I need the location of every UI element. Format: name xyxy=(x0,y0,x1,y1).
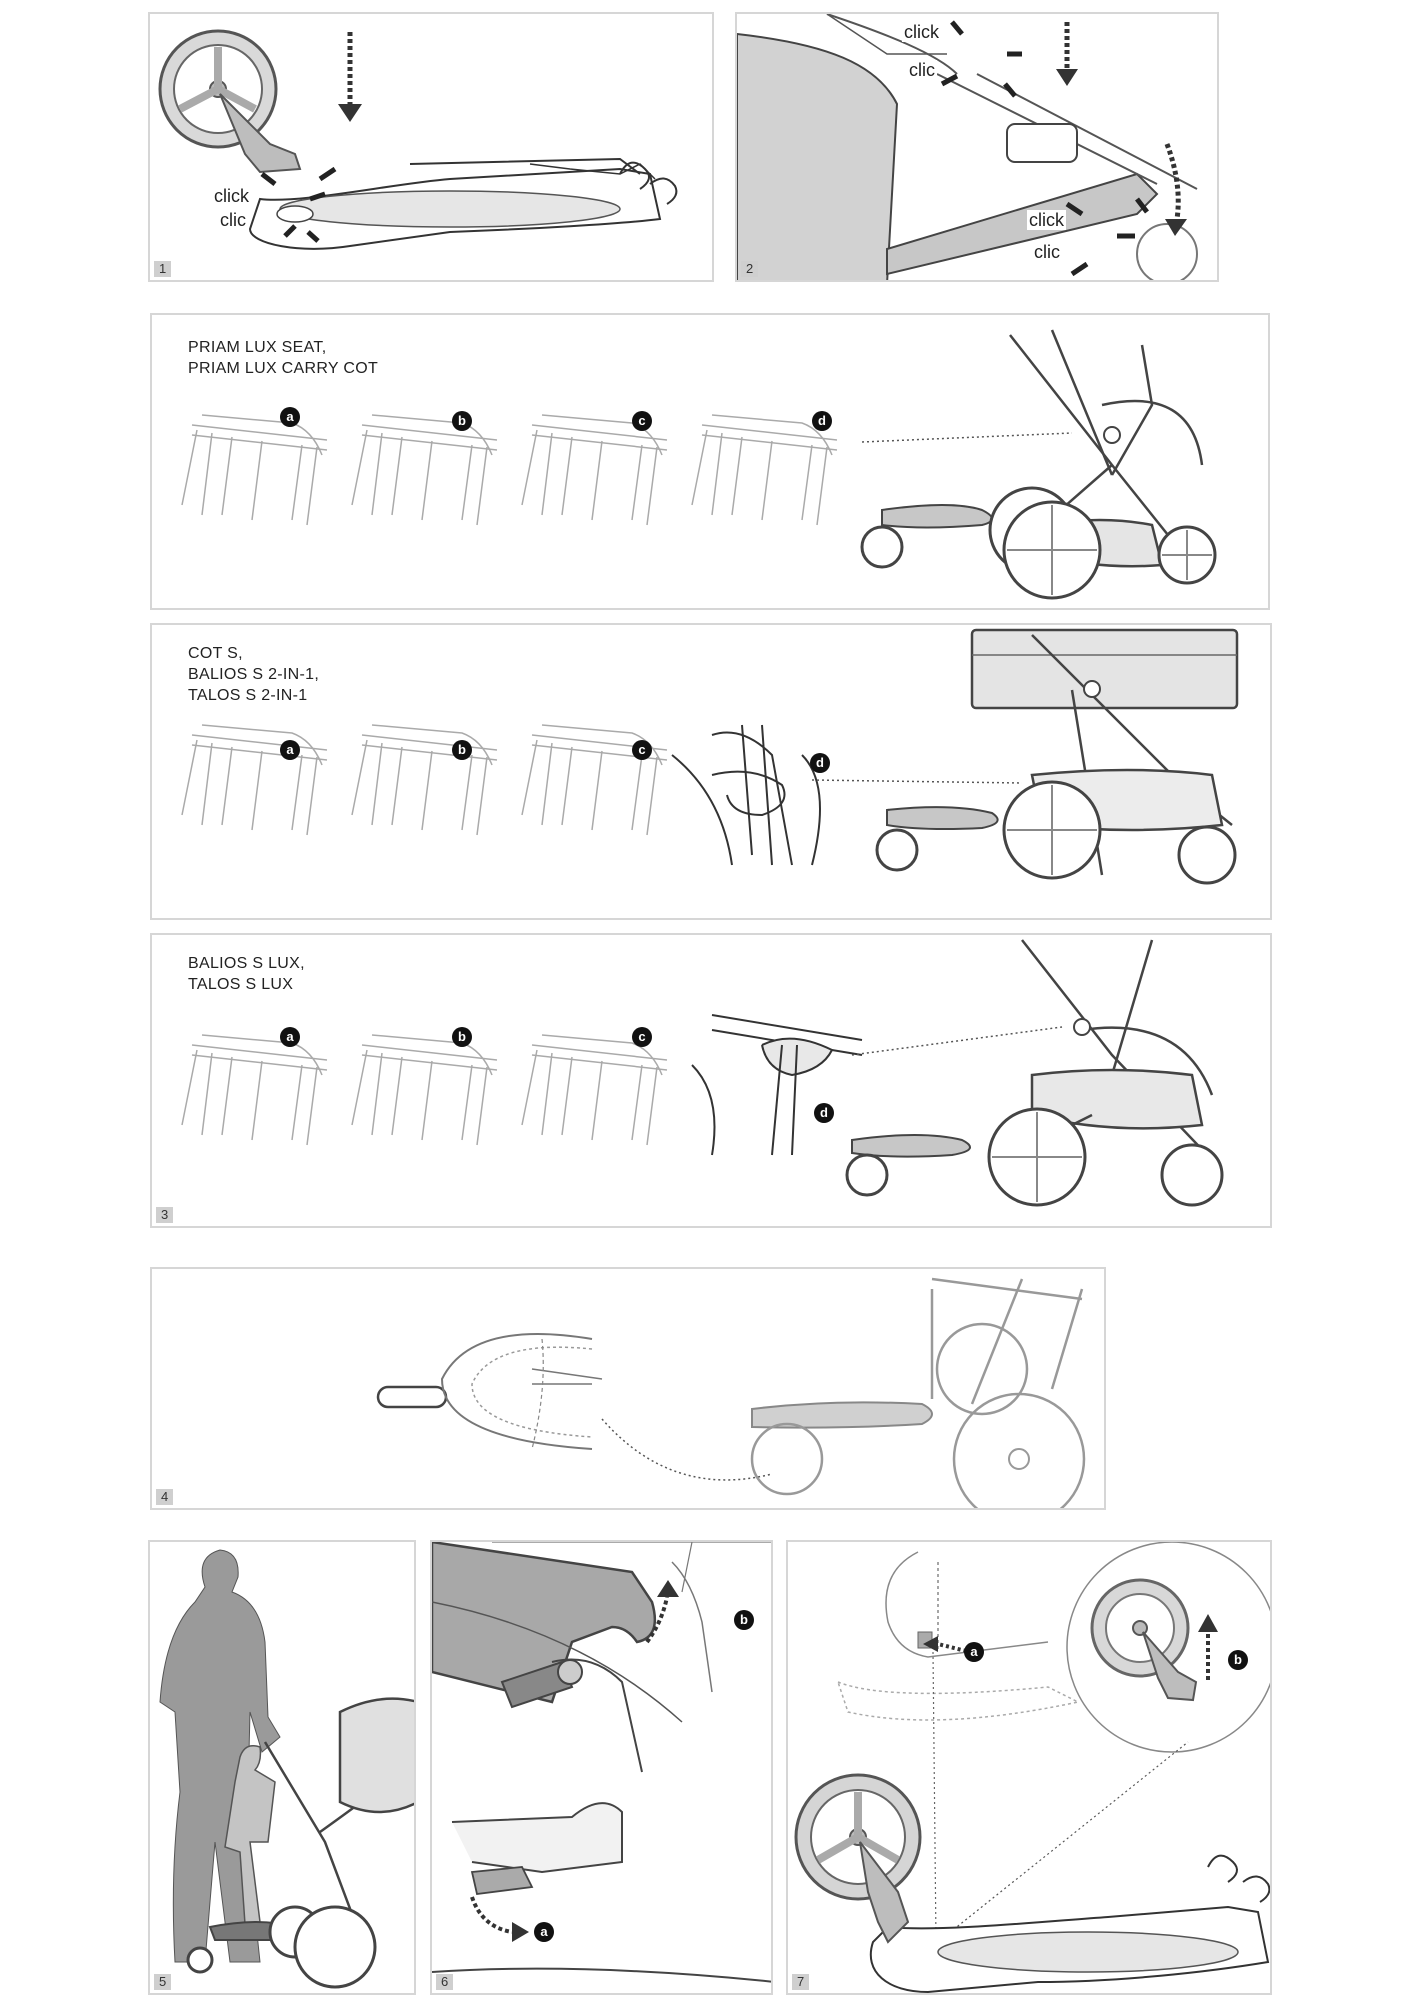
step-badge-a: a xyxy=(280,407,300,427)
strap-steps-illustration xyxy=(181,628,1239,885)
step-badge-b: b xyxy=(1228,1650,1248,1670)
step-badge-a: a xyxy=(280,1027,300,1047)
step-badge-d: d xyxy=(814,1103,834,1123)
lux-compatibility-caption: BALIOS S LUX, TALOS S LUX xyxy=(188,955,305,993)
step-number: 4 xyxy=(156,1489,174,1505)
step-5-panel: 5 xyxy=(148,1540,416,1995)
step-badge-a: a xyxy=(280,740,300,760)
step-badge-b: b xyxy=(452,411,472,431)
step-number: 7 xyxy=(792,1974,810,1990)
step-badge-d: d xyxy=(812,411,832,431)
strap-steps-illustration xyxy=(181,329,1217,600)
step-badge-c: c xyxy=(632,740,652,760)
step-badge-a: a xyxy=(534,1922,554,1942)
wheel-attach-illustration xyxy=(158,29,678,250)
step-3-row-priam: PRIAM LUX SEAT, PRIAM LUX CARRY COT xyxy=(150,313,1270,610)
step-4-panel: 4 xyxy=(150,1267,1106,1510)
step-badge-c: c xyxy=(632,1027,652,1047)
release-lever-illustration xyxy=(432,1542,771,1983)
step-badge-a: a xyxy=(964,1642,984,1662)
click-label: click xyxy=(212,186,251,206)
step-3-row-lux: BALIOS S LUX, TALOS S LUX xyxy=(150,933,1272,1228)
step-3-row-cot: COT S, BALIOS S 2-IN-1, TALOS S 2-IN-1 xyxy=(150,623,1272,920)
step-number: 3 xyxy=(156,1207,174,1223)
clic-label-top: clic xyxy=(907,60,937,80)
click-label-top: click xyxy=(902,22,941,42)
step-badge-b: b xyxy=(452,1027,472,1047)
wheel-remove-illustration xyxy=(794,1542,1270,1993)
step-badge-b: b xyxy=(734,1610,754,1630)
child-ride-illustration xyxy=(159,1549,414,1989)
step-number: 1 xyxy=(154,261,172,277)
clic-label-bottom: clic xyxy=(1032,242,1062,262)
step-badge-d: d xyxy=(810,753,830,773)
step-number: 5 xyxy=(154,1974,172,1990)
board-mount-illustration xyxy=(737,14,1198,280)
cot-compatibility-caption: COT S, BALIOS S 2-IN-1, TALOS S 2-IN-1 xyxy=(188,645,320,704)
step-2-panel: click clic click clic 2 xyxy=(735,12,1219,282)
seat-compatibility-caption: PRIAM LUX SEAT, PRIAM LUX CARRY COT xyxy=(188,339,379,377)
step-1-panel: click clic 1 xyxy=(148,12,714,282)
clic-label: clic xyxy=(218,210,248,230)
step-6-panel: b a 6 xyxy=(430,1540,773,1995)
step-badge-c: c xyxy=(632,411,652,431)
step-7-panel: a b 7 xyxy=(786,1540,1272,1995)
step-badge-b: b xyxy=(452,740,472,760)
click-label-bottom: click xyxy=(1027,210,1066,230)
step-number: 2 xyxy=(741,261,759,277)
board-position-illustration xyxy=(376,1277,1086,1508)
step-number: 6 xyxy=(436,1974,454,1990)
strap-steps-illustration xyxy=(181,939,1224,1207)
